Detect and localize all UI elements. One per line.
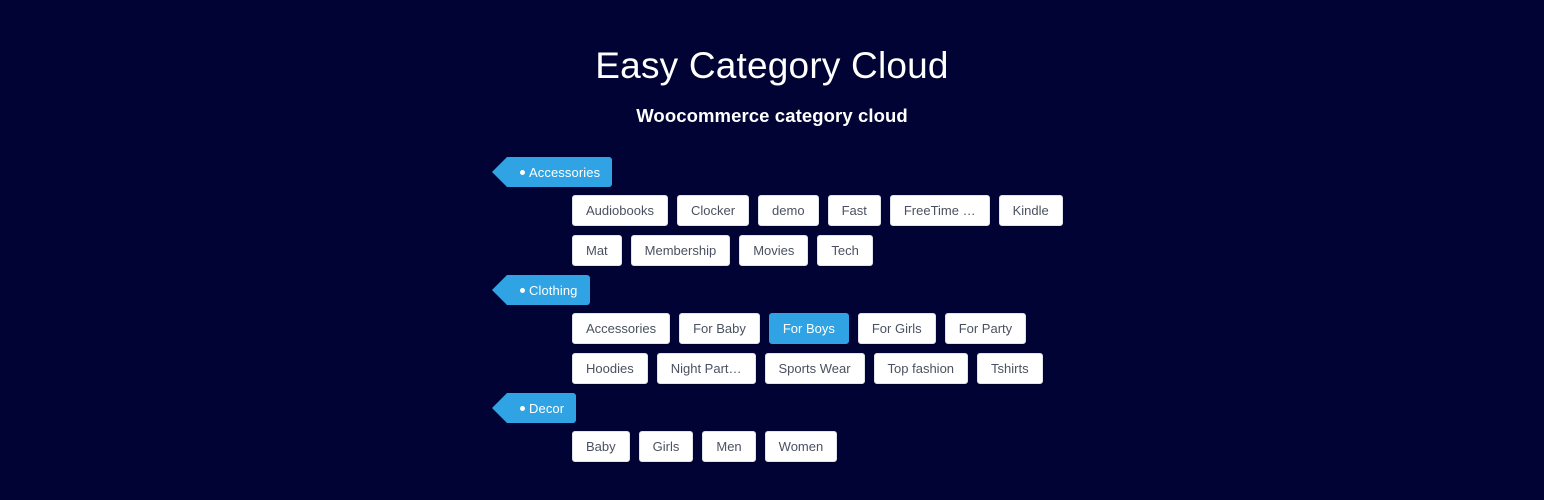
category-tag[interactable]: Hoodies xyxy=(572,353,648,384)
category-tag[interactable]: For Party xyxy=(944,313,1027,344)
category-tag[interactable]: For Girls xyxy=(857,313,936,344)
category-tag[interactable]: Membership xyxy=(630,235,731,266)
category-tag[interactable]: Fast xyxy=(827,195,881,226)
category-tag-rows: Audiobooks Clocker demo Fast FreeTime … Kindl… xyxy=(492,187,1492,266)
bullet-dot-icon xyxy=(520,288,525,293)
bullet-dot-icon xyxy=(520,406,525,411)
category-tag[interactable]: Top fashion xyxy=(873,353,969,384)
page-subtitle: Woocommerce category cloud xyxy=(636,105,908,127)
category-tag[interactable]: Baby xyxy=(572,431,630,462)
category-tag-row: Audiobooks Clocker demo Fast FreeTime … Kindl… xyxy=(572,195,1492,226)
category-group-header-accessories[interactable]: Accessories xyxy=(491,157,613,187)
category-group-label: Accessories xyxy=(529,164,601,180)
category-tag[interactable]: Kindle xyxy=(998,195,1063,226)
category-tag[interactable]: Tshirts xyxy=(977,353,1043,384)
page-title: Easy Category Cloud xyxy=(595,45,949,86)
bullet-dot-icon xyxy=(520,170,525,175)
category-tag[interactable]: Sports Wear xyxy=(764,353,865,384)
category-tag-row: Accessories For Baby For Boys For Girls For … xyxy=(572,313,1492,344)
category-tag[interactable]: demo xyxy=(758,195,819,226)
category-tag[interactable]: Men xyxy=(702,431,756,462)
category-group-label: Decor xyxy=(529,400,565,416)
page-header: Easy Category Cloud Woocommerce category… xyxy=(0,0,1544,127)
category-tag[interactable]: Women xyxy=(764,431,838,462)
category-tag-row: Mat Membership Movies Tech xyxy=(572,235,1492,266)
category-tag[interactable]: Night Part… xyxy=(656,353,756,384)
category-tag-active[interactable]: For Boys xyxy=(768,313,849,344)
category-tag[interactable]: Accessories xyxy=(572,313,671,344)
category-tag-row: Hoodies Night Part… Sports Wear Top fashion… xyxy=(572,353,1492,384)
category-tag[interactable]: Audiobooks xyxy=(572,195,668,226)
category-group-label: Clothing xyxy=(529,282,578,298)
category-tag[interactable]: Clocker xyxy=(676,195,750,226)
category-group-header-clothing[interactable]: Clothing xyxy=(492,275,590,305)
category-tag[interactable]: Tech xyxy=(817,235,873,266)
category-tag-rows: Accessories For Baby For Boys For Girls For … xyxy=(492,305,1492,384)
category-tag[interactable]: Girls xyxy=(638,431,694,462)
category-tag-row: Baby Girls Men Women xyxy=(572,431,1492,462)
category-tag-rows: Baby Girls Men Women xyxy=(492,423,1492,462)
category-tag[interactable]: FreeTime … xyxy=(889,195,990,226)
category-group-header-decor[interactable]: Decor xyxy=(491,393,577,423)
category-tag[interactable]: Movies xyxy=(739,235,809,266)
category-tag[interactable]: Mat xyxy=(572,235,622,266)
category-tag[interactable]: For Baby xyxy=(679,313,760,344)
